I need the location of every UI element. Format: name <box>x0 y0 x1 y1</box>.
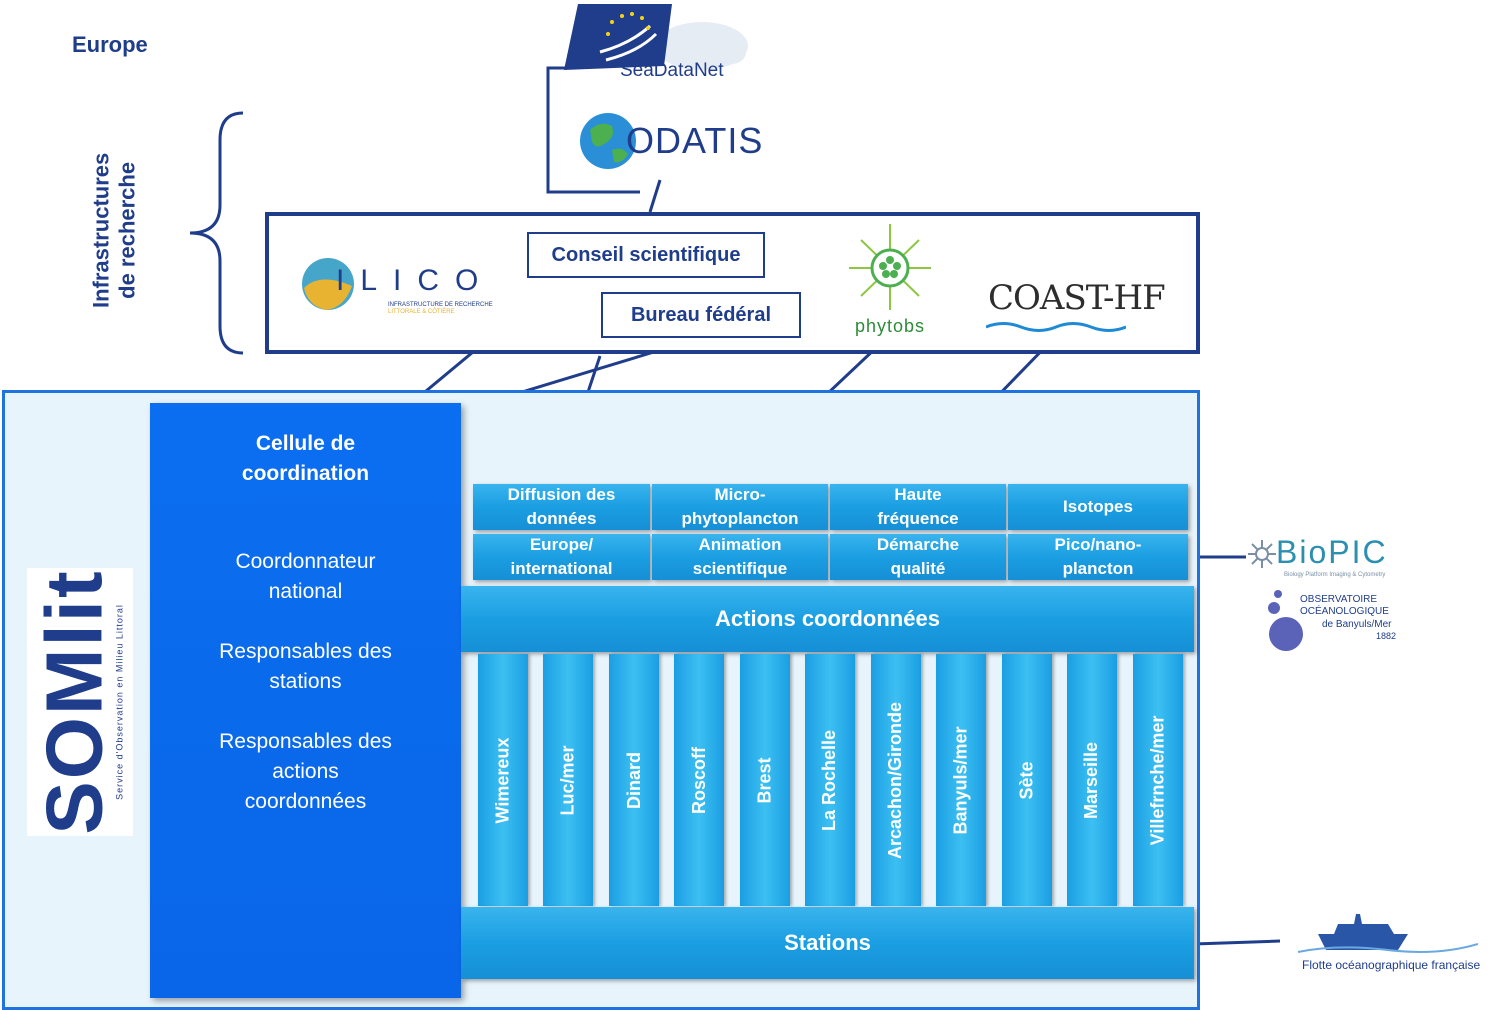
stations-flotte-link <box>1193 939 1281 946</box>
seadatanet-flag-icon <box>564 4 748 70</box>
phytobs-text: phytobs <box>855 316 926 336</box>
seadatanet-logo: SeaDataNet <box>560 0 750 82</box>
station-luc-mer: Luc/mer <box>543 654 593 906</box>
biopic-star-icon <box>1248 540 1276 568</box>
station-banyuls-mer: Banyuls/mer <box>936 654 986 906</box>
coast-hf-text: COAST-HF <box>988 278 1166 318</box>
odatis-logo: ODATIS <box>578 110 762 172</box>
somlit-logo: SOMlit Service d'Observation en Milieu L… <box>27 568 133 836</box>
station-sete: Sète <box>1002 654 1052 906</box>
station-dinard: Dinard <box>609 654 659 906</box>
station-la-rochelle: La Rochelle <box>805 654 855 906</box>
action-pico-nano-plancton: Pico/nano-plancton <box>1008 534 1188 580</box>
ilico-text: ILICO <box>336 264 495 297</box>
seadatanet-odatis-link <box>546 66 640 194</box>
ilico-logo: ILICO INFRASTRUCTURE DE RECHERCHE LITTOR… <box>300 252 493 316</box>
coast-hf-waves-icon <box>986 322 1126 332</box>
station-wimereux: Wimereux <box>478 654 528 906</box>
station-roscoff: Roscoff <box>674 654 724 906</box>
europe-label: Europe <box>72 32 148 57</box>
ship-icon <box>1297 914 1479 953</box>
bureau-federal-box: Bureau fédéral <box>601 292 801 338</box>
oob-bubbles-icon <box>1268 590 1303 651</box>
oob-line1: OBSERVATOIRE <box>1300 594 1378 605</box>
oob-logo: OBSERVATOIRE OCÉANOLOGIQUE de Banyuls/Me… <box>1266 588 1406 656</box>
ilico-subtitle: INFRASTRUCTURE DE RECHERCHE <box>388 302 493 308</box>
phytobs-logo: phytobs <box>845 222 935 340</box>
conseil-scientifique-box: Conseil scientifique <box>527 232 765 278</box>
stations-bar: Stations <box>461 907 1194 979</box>
somlit-text: SOMlit <box>30 569 120 835</box>
oob-year: 1882 <box>1376 631 1397 641</box>
station-arcachon-gironde: Arcachon/Gironde <box>871 654 921 906</box>
odatis-text: ODATIS <box>626 120 764 161</box>
curly-brace <box>189 111 244 355</box>
ilico-subtitle-2: LITTORALE & CÔTIÈRE <box>388 309 455 315</box>
action-europe-international: Europe/international <box>473 534 650 580</box>
biopic-logo: BioPIC Biology Platform Imaging & Cytome… <box>1248 532 1418 584</box>
biopic-subtitle: Biology Platform Imaging & Cytometry <box>1284 572 1386 578</box>
actions-coordonnees-bar: Actions coordonnées <box>461 586 1194 652</box>
globe-icon <box>580 113 636 169</box>
station-marseille: Marseille <box>1067 654 1117 906</box>
ilico-drop-icon <box>302 258 354 310</box>
coast-hf-logo: COAST-HF <box>986 272 1166 334</box>
action-isotopes: Isotopes <box>1008 484 1188 530</box>
seadatanet-text: SeaDataNet <box>620 60 724 81</box>
flotte-logo: Flotte océanographique française <box>1297 906 1490 978</box>
odatis-ir-link <box>648 179 662 213</box>
somlit-subtitle: Service d'Observation en Milieu Littoral <box>115 604 126 800</box>
oob-line2: OCÉANOLOGIQUE <box>1300 606 1389 617</box>
station-villefranche-mer: Villefrnche/mer <box>1133 654 1183 906</box>
phytobs-cell-icon <box>849 224 931 310</box>
flotte-text: Flotte océanographique française <box>1302 958 1481 972</box>
oob-line3: de Banyuls/Mer <box>1322 619 1392 630</box>
station-brest: Brest <box>740 654 790 906</box>
action-microphytoplancton: Micro-phytoplancton <box>652 484 828 530</box>
biopic-text: BioPIC <box>1276 534 1388 570</box>
